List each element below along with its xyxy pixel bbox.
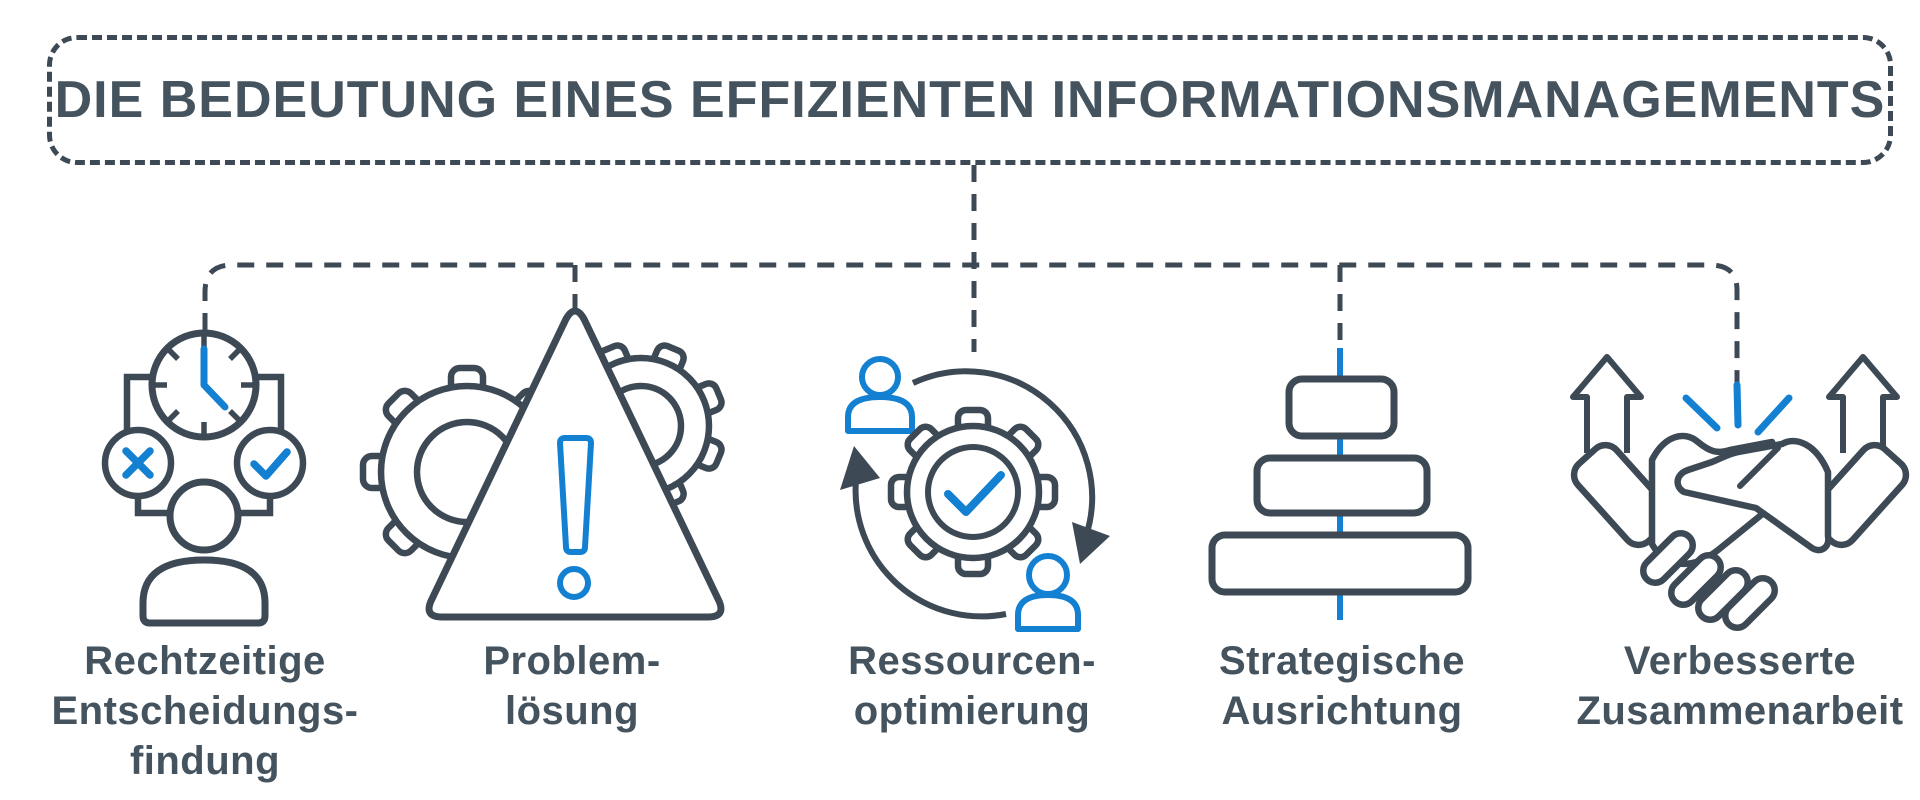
exclamation-bar: [557, 435, 594, 555]
arrowhead-left: [840, 446, 880, 490]
pyramid-level-middle: [1253, 454, 1431, 517]
check-mark-icon: [250, 448, 291, 480]
page-title: DIE BEDEUTUNG EINES EFFIZIENTEN INFORMAT…: [54, 71, 1886, 129]
label-timely-decision-making: Rechtzeitige Entscheidungs- findung: [51, 639, 359, 783]
hand-right: [1674, 437, 1832, 554]
gears-warning-icon: [359, 307, 725, 621]
up-arrow-right: [1826, 354, 1900, 453]
gear-check: [887, 406, 1059, 578]
label-strategic-alignment: Strategische Ausrichtung: [1218, 639, 1466, 733]
check-mark-icon: [944, 471, 1005, 516]
finger-knuckles: [1640, 530, 1778, 631]
pyramid-level-top: [1285, 375, 1398, 440]
cycle-arrow-bottom: [852, 479, 1007, 620]
label-resource-optimization: Ressourcen- optimierung: [848, 639, 1096, 733]
label-improved-collaboration: Verbesserte Zusammenarbeit: [1576, 639, 1904, 733]
clock-hands: [200, 345, 229, 411]
exclamation-dot: [557, 566, 591, 600]
pyramid-levels-icon: [1208, 348, 1472, 620]
label-problem-solving: Problem- lösung: [483, 639, 661, 733]
connector-branch-rail: [202, 262, 1740, 383]
pyramid-level-bottom: [1208, 531, 1472, 596]
title-box: DIE BEDEUTUNG EINES EFFIZIENTEN INFORMAT…: [47, 35, 1893, 165]
user-icon-bottom: [1015, 553, 1081, 632]
user-icon-top: [845, 356, 915, 434]
cycle-arrow-top: [911, 368, 1096, 537]
approve-circle: [233, 426, 307, 500]
decision-bracket-hooks: [134, 496, 274, 517]
x-mark-icon: [122, 447, 154, 479]
gear-cycle-people-icon: [840, 356, 1110, 632]
thumb-line: [1737, 445, 1781, 489]
person-head: [166, 478, 242, 554]
person-body: [139, 556, 269, 627]
up-arrow-left: [1570, 354, 1644, 453]
arrowhead-right: [1072, 522, 1110, 564]
handshake-growth-icon: [1570, 354, 1910, 631]
clock-decision-icon: [101, 329, 307, 627]
spark-rays: [1682, 381, 1793, 436]
